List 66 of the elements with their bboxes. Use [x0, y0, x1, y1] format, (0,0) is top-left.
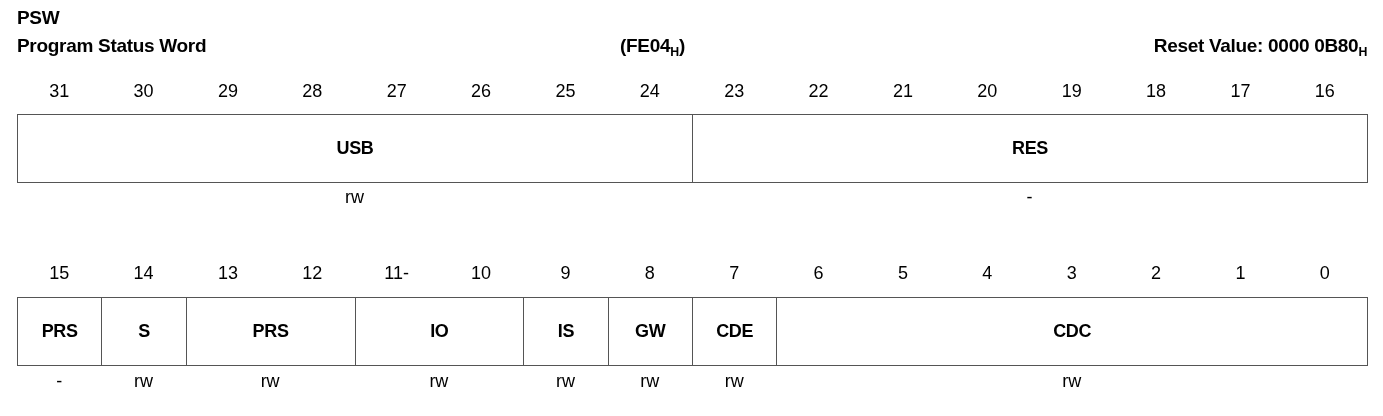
access-type: - — [1026, 188, 1033, 206]
bit-number: 16 — [1314, 82, 1335, 100]
bit-number: 5 — [897, 264, 908, 282]
register-field — [776, 297, 1368, 366]
access-type: rw — [555, 372, 575, 390]
bit-number: 17 — [1230, 82, 1251, 100]
bit-number: 1 — [1235, 264, 1246, 282]
field-name: CDC — [1053, 321, 1092, 342]
bit-number: 11- — [384, 264, 410, 282]
reset-value: Reset Value: 0000 0B80$_{H}$ — [1153, 36, 1367, 55]
bit-number: 26 — [471, 82, 492, 100]
bit-number: 25 — [555, 82, 576, 100]
access-type: rw — [429, 372, 449, 390]
bit-number: 8 — [644, 264, 655, 282]
bit-number: 21 — [892, 82, 913, 100]
bit-number: 27 — [386, 82, 407, 100]
access-type: - — [56, 372, 63, 390]
register-field — [17, 297, 103, 366]
bit-number: 29 — [217, 82, 238, 100]
bit-number: 15 — [49, 264, 70, 282]
bit-number: 4 — [982, 264, 993, 282]
register-field — [692, 297, 778, 366]
access-type: rw — [724, 372, 744, 390]
bit-number: 28 — [302, 82, 323, 100]
register-field — [354, 297, 525, 366]
register-address: (FE04$_{H}$) — [620, 36, 685, 55]
bit-number: 7 — [729, 264, 740, 282]
field-name: IO — [430, 321, 449, 342]
bit-number: 22 — [808, 82, 829, 100]
bit-number: 20 — [977, 82, 998, 100]
bit-number: 14 — [133, 264, 154, 282]
bit-number: 30 — [133, 82, 154, 100]
bit-number: 3 — [1066, 264, 1077, 282]
access-type: rw — [640, 372, 660, 390]
field-name: RES — [1011, 138, 1049, 159]
bit-number: 31 — [49, 82, 70, 100]
register-field — [17, 114, 693, 183]
bit-number: 12 — [302, 264, 323, 282]
bit-number: 2 — [1151, 264, 1162, 282]
register-field — [607, 297, 693, 366]
register-name: PSW — [17, 8, 60, 27]
bit-number: 19 — [1061, 82, 1082, 100]
field-name: PRS — [252, 321, 289, 342]
register-field — [692, 114, 1368, 183]
access-type: rw — [1062, 372, 1082, 390]
access-type: rw — [134, 372, 154, 390]
field-name: USB — [336, 138, 374, 159]
access-type: rw — [260, 372, 280, 390]
bit-number: 9 — [560, 264, 571, 282]
register-description: Program Status Word — [17, 36, 207, 55]
register-field — [185, 297, 356, 366]
field-name: S — [138, 321, 150, 342]
register-field — [523, 297, 609, 366]
bit-number: 18 — [1146, 82, 1167, 100]
register-field — [101, 297, 187, 366]
bit-number: 23 — [724, 82, 745, 100]
bit-number: 0 — [1319, 264, 1330, 282]
bit-number: 24 — [639, 82, 660, 100]
bit-number: 6 — [813, 264, 824, 282]
field-name: CDE — [716, 321, 754, 342]
bit-number: 13 — [217, 264, 238, 282]
field-name: PRS — [41, 321, 78, 342]
field-name: IS — [557, 321, 575, 342]
access-type: rw — [345, 188, 364, 206]
field-name: GW — [635, 321, 666, 342]
bit-number: 10 — [471, 264, 492, 282]
